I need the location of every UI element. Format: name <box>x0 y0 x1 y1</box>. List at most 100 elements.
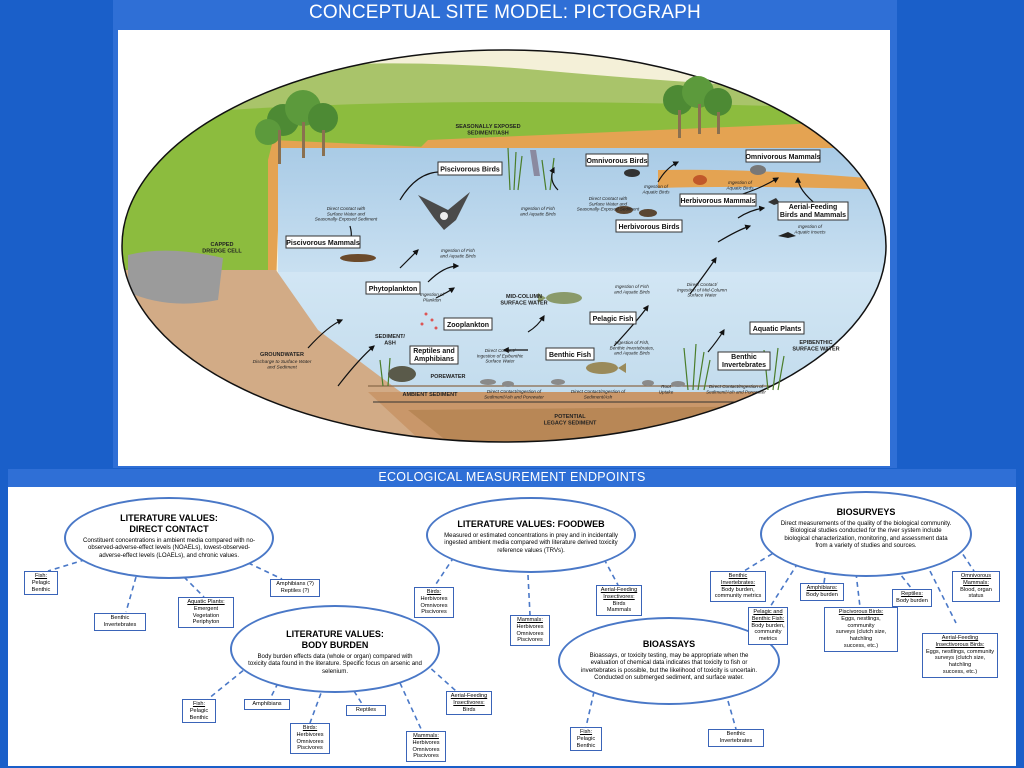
box-bs-amph-heading: Amphibians: <box>806 585 838 591</box>
ellipse-direct-contact: LITERATURE VALUES: DIRECT CONTACT Consti… <box>64 497 274 579</box>
osprey-icon <box>418 192 470 230</box>
box-bb-fish: Fish: Pelagic Benthic <box>182 699 216 724</box>
turtle-icon <box>388 366 416 382</box>
heron-icon <box>530 150 540 176</box>
box-dc-fish-body: Pelagic Benthic <box>31 579 51 593</box>
box-bs-benthic: Benthic Invertebrates: Body burden, comm… <box>710 571 766 603</box>
box-bb-fish-heading: Fish: <box>192 701 206 707</box>
raccoon-icon <box>750 165 766 175</box>
duck-icon-1 <box>615 206 633 214</box>
label-omnivorous-birds: Omnivorous Birds <box>586 158 647 165</box>
box-fw-birds-body: Herbivores Omnivores Piscivores <box>420 595 448 616</box>
box-bb-birds: Birds: Herbivores Omnivores Piscivores <box>290 723 330 755</box>
body-burden-title: LITERATURE VALUES: BODY BURDEN <box>286 629 384 650</box>
box-bb-aerial-heading: Aerial-Feeding Insectivores: <box>450 693 488 706</box>
box-bb-mammals-heading: Mammals: <box>413 733 439 739</box>
box-ba-benthic: Benthic Invertebrates <box>708 729 764 747</box>
site-boundary-oval <box>121 49 887 443</box>
box-bb-fish-body: Pelagic Benthic <box>189 707 209 721</box>
label-piscivorous-mammals: Piscivorous Mammals <box>286 240 360 247</box>
tree-cluster-left <box>255 90 338 164</box>
box-bs-omni-body: Blood, organ status <box>960 586 992 600</box>
pictograph-title: CONCEPTUAL SITE MODEL: PICTOGRAPH <box>309 2 701 23</box>
box-dc-fish-heading: Fish: <box>34 573 48 579</box>
box-bs-aerial-heading: Aerial-Feeding Insectivorous Birds: <box>935 635 985 648</box>
box-dc-benthic-text: Benthic Invertebrates <box>103 615 137 628</box>
box-dc-plants-body: Emergent Vegetation Periphyton <box>192 605 220 626</box>
box-bs-piscivorous: Piscivorous Birds: Eggs, nestlings, comm… <box>824 607 898 652</box>
bird-icon-omnivorous <box>624 169 640 177</box>
benthic-rocks <box>480 379 685 387</box>
box-bb-birds-heading: Birds: <box>302 725 318 731</box>
label-omnivorous-mammals: Omnivorous Mammals <box>745 154 820 161</box>
direct-contact-body: Constituent concentrations in ambient me… <box>82 537 256 559</box>
box-dc-benthic: Benthic Invertebrates <box>94 613 146 631</box>
box-dc-amphibians: Amphibians (?) Reptiles (?) <box>270 579 320 597</box>
label-herbivorous-birds: Herbivorous Birds <box>618 224 679 231</box>
biosurveys-title: BIOSURVEYS <box>836 507 896 517</box>
endpoints-title: ECOLOGICAL MEASUREMENT ENDPOINTS <box>378 470 646 484</box>
bat-icon <box>778 232 796 238</box>
box-bs-pelagic-heading: Pelagic and Benthic Fish: <box>751 609 785 622</box>
box-dc-amph-text: Amphibians (?) Reptiles (?) <box>276 581 314 594</box>
box-dc-fish: Fish: Pelagic Benthic <box>24 571 58 596</box>
box-bs-amphibians: Amphibians: Body burden <box>800 583 844 601</box>
site-cross-section <box>122 50 886 442</box>
box-bs-pisc-heading: Piscivorous Birds: <box>838 609 884 615</box>
conceptual-site-model-frame: Piscivorous Birds Omnivorous Birds Omniv… <box>118 30 890 466</box>
plankton-dots <box>420 312 438 330</box>
pelagic-fish-icon <box>538 292 582 304</box>
conceptual-site-model-diagram: Piscivorous Birds Omnivorous Birds Omniv… <box>121 49 887 443</box>
capped-dredge-cell <box>128 250 223 304</box>
box-bs-reptiles: Reptiles: Body burden <box>892 589 932 607</box>
box-bb-mammals: Mammals: Herbivores Omnivores Piscivores <box>406 731 446 763</box>
box-bs-omnivorous: Omnivorous Mammals: Blood, organ status <box>952 571 1000 603</box>
box-ba-fish: Fish: Pelagic Benthic <box>570 727 602 752</box>
swallow-icon-1 <box>768 198 780 205</box>
box-fw-mammals-body: Herbivores Omnivores Piscivores <box>516 623 544 644</box>
box-bs-omni-heading: Omnivorous Mammals: <box>960 573 992 586</box>
box-bb-amph-text: Amphibians <box>252 701 282 707</box>
label-porewater: POREWATER <box>430 374 465 380</box>
benthic-fish-icon <box>586 362 626 374</box>
box-bb-amphibians: Amphibians <box>244 699 290 710</box>
foodweb-body: Measured or estimated concentrations in … <box>444 532 618 554</box>
label-zooplankton: Zooplankton <box>447 322 489 329</box>
label-aquatic-plants: Aquatic Plants <box>753 326 802 333</box>
ellipse-body-burden: LITERATURE VALUES: BODY BURDEN Body burd… <box>230 605 440 693</box>
box-bs-aerial: Aerial-Feeding Insectivorous Birds: Eggs… <box>922 633 998 678</box>
box-bb-mammals-body: Herbivores Omnivores Piscivores <box>412 739 440 760</box>
label-herbivorous-mammals: Herbivorous Mammals <box>680 198 755 205</box>
label-sediment-ash: SEDIMENT/ASH <box>375 334 405 346</box>
box-ba-fish-body: Pelagic Benthic <box>576 735 596 749</box>
ellipse-foodweb: LITERATURE VALUES: FOODWEB Measured or e… <box>426 497 636 573</box>
muskrat-icon <box>693 175 707 185</box>
box-fw-aerial-body: Birds Mammals <box>606 600 632 614</box>
box-bb-aerial-body: Birds <box>462 706 476 713</box>
emergent-vegetation <box>379 147 785 391</box>
box-bs-rept-heading: Reptiles: <box>901 591 923 597</box>
box-ba-benthic-text: Benthic Invertebrates <box>719 731 753 744</box>
box-bs-pelagic-body: Body burden, community metrics <box>751 622 785 643</box>
pathway-label-12: Ingestion of Fish,Benthic Invertebrates,… <box>610 340 655 356</box>
label-benthic-fish: Benthic Fish <box>549 352 591 359</box>
